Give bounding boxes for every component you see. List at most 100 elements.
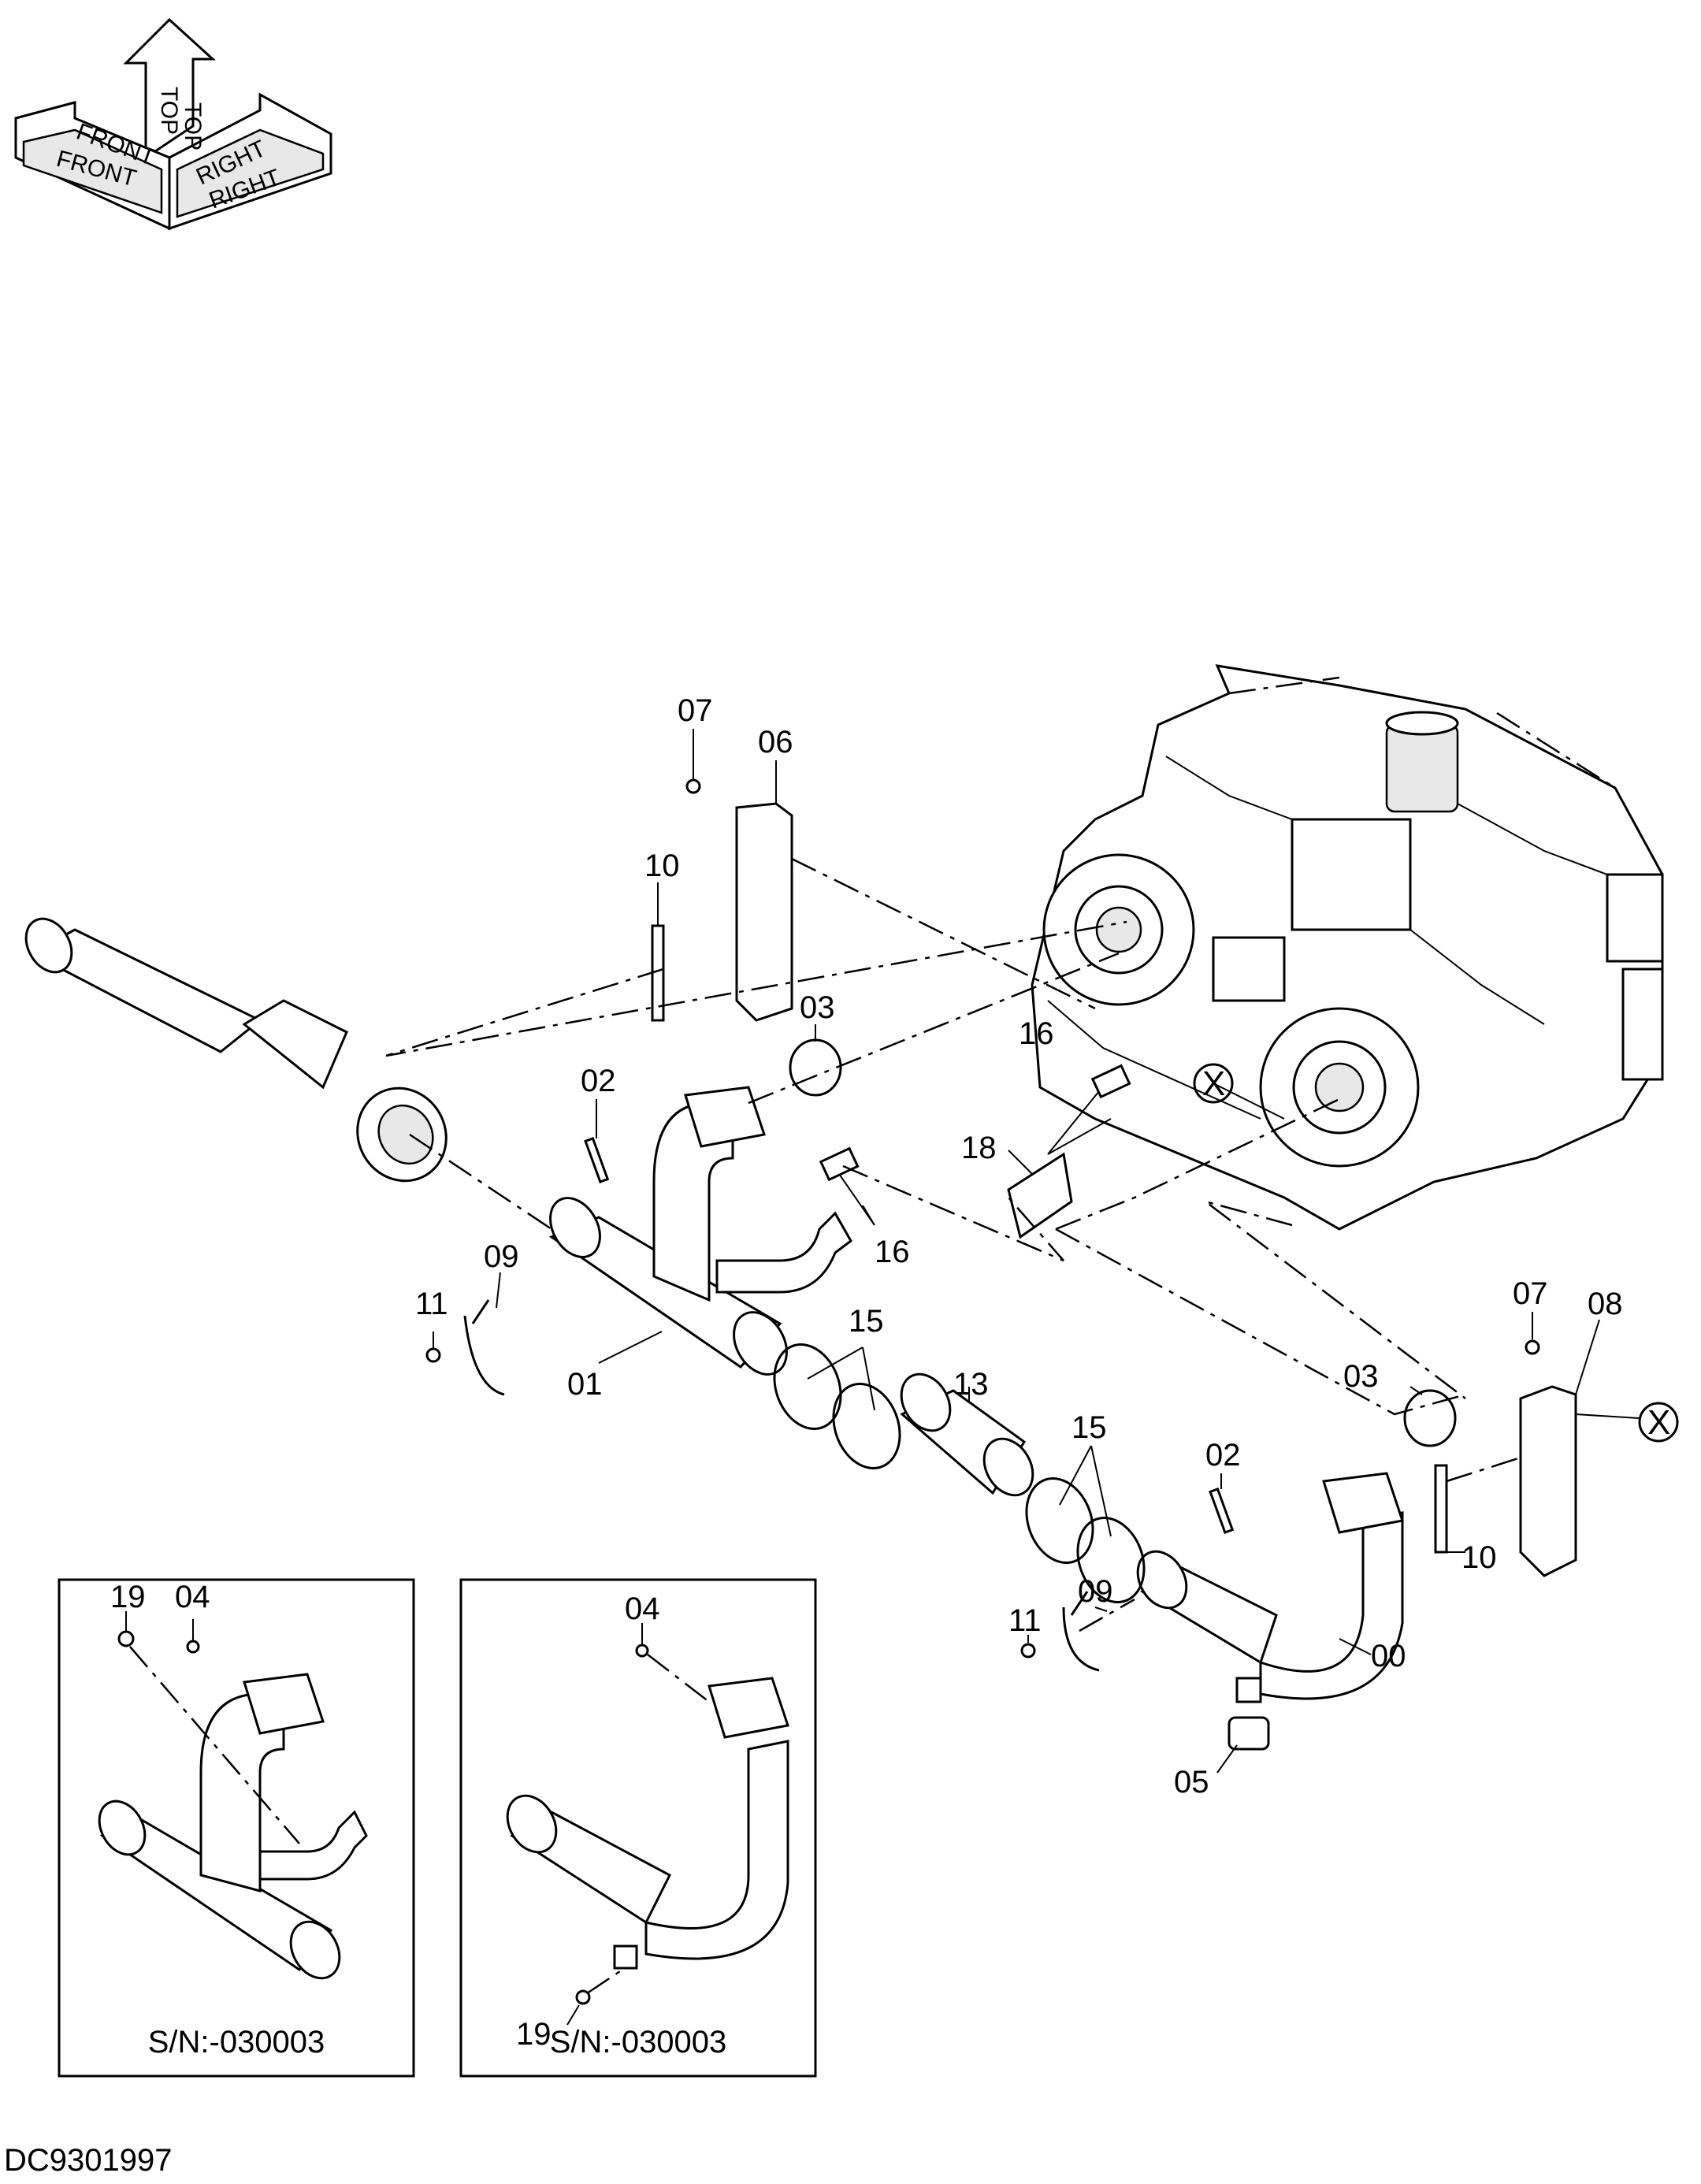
callout-13: 13 [953, 1367, 989, 1402]
drawing-id: DC9301997 [4, 2143, 173, 2178]
regulator-block [1212, 936, 1286, 1002]
elbow-pipe-boss [1235, 1677, 1262, 1703]
ref-line-03 [748, 952, 1120, 1105]
top-arrow-icon [123, 17, 216, 160]
leader-lines [433, 729, 1640, 1774]
callout-02a: 02 [581, 1064, 616, 1098]
ref-line-10 [385, 920, 1127, 1057]
inset-right-plug-19 [575, 1989, 591, 2005]
bolt-07-lower [1525, 1339, 1540, 1355]
clip-16-b [819, 1146, 860, 1182]
leader-03b [1409, 1386, 1423, 1395]
ref-line-16 [842, 1164, 1064, 1262]
inset-left-branch [258, 1810, 368, 1881]
bolt-02-upper [584, 1136, 610, 1183]
leader-15a [807, 1346, 875, 1411]
leader-09b [1094, 1606, 1108, 1612]
clamp-15-d [1076, 1517, 1146, 1603]
inset-right-callout-04: 04 [625, 1592, 660, 1626]
leader-08 [1575, 1319, 1600, 1395]
reference-x1: X [1202, 1064, 1225, 1103]
clamp-15-a [773, 1343, 842, 1430]
callout-11a: 11 [415, 1287, 448, 1321]
clamp-15-b [832, 1383, 901, 1469]
hose-end-left [900, 1372, 952, 1432]
inset-left-flange [243, 1673, 325, 1735]
inset-right-bend [644, 1740, 789, 1960]
tee-pipe-inlet [549, 1197, 601, 1258]
hose-end-right [982, 1437, 1034, 1497]
callout-05: 05 [1174, 1765, 1209, 1800]
inset-left-tee-outlet [289, 1920, 341, 1980]
mount-plate-lower [1621, 968, 1664, 1081]
leader-16b [838, 1173, 875, 1226]
mount-plate-upper [1606, 873, 1664, 963]
bolt-07-upper [685, 778, 701, 794]
leader-05 [1216, 1744, 1238, 1774]
elbow-pipe-flange [1322, 1472, 1404, 1534]
inset-left-ref-line [129, 1646, 300, 1844]
callout-16b: 16 [875, 1235, 910, 1269]
callout-08: 08 [1588, 1287, 1623, 1321]
elbow-pipe-inlet [1136, 1550, 1188, 1610]
right-face-icon [176, 128, 325, 218]
callout-03a: 03 [800, 990, 835, 1025]
inset-right-bolt-04 [635, 1644, 649, 1658]
top-label: TOP [180, 102, 206, 150]
suction-pipe-end [24, 917, 73, 974]
inset-left: 19 04 S/N:-030003 [58, 1578, 415, 2078]
suction-pipe-bore [377, 1104, 434, 1165]
housing-detail-lines [1047, 756, 1608, 1120]
ref-line-09 [1079, 1598, 1135, 1632]
inset-left-frame [58, 1578, 415, 2078]
reference-x2-circle [1638, 1402, 1679, 1443]
callout-15a: 15 [849, 1304, 884, 1339]
callout-01: 01 [567, 1367, 603, 1402]
housing-outline [1031, 664, 1664, 1231]
ref-line-08 [1446, 1456, 1521, 1483]
bracket-09-lower [1062, 1591, 1100, 1672]
callout-00: 00 [1371, 1639, 1406, 1673]
front-face-icon [22, 128, 163, 214]
callout-labels: 07 06 10 03 16 02 18 16 09 11 15 01 13 0… [415, 693, 1679, 1800]
callout-10a: 10 [644, 849, 680, 883]
callout-09b: 09 [1078, 1574, 1113, 1609]
leader-01 [598, 1331, 663, 1364]
leader-18 [1008, 1150, 1033, 1175]
leader-x1 [1213, 1083, 1285, 1120]
suction-pipe-reducer [242, 999, 348, 1090]
hose-13 [900, 1372, 1034, 1497]
plate-10-lower [1434, 1464, 1448, 1554]
elbow-pipe-00 [1136, 1472, 1404, 1703]
callout-02b: 02 [1205, 1438, 1241, 1473]
callout-11b: 11 [1008, 1603, 1042, 1638]
inset-right: 04 19 S/N:-030003 [459, 1578, 817, 2078]
tee-pipe-flange [684, 1086, 766, 1148]
leader-16a [1047, 1090, 1112, 1155]
leader-00 [1339, 1638, 1372, 1655]
fitting-05 [1227, 1716, 1270, 1751]
inset-left-plug-19 [117, 1630, 135, 1647]
control-valve-block [1291, 818, 1412, 931]
bolt-11-upper [425, 1347, 441, 1363]
inset-right-caption: S/N:-030003 [550, 2025, 727, 2060]
callout-06: 06 [758, 725, 793, 760]
pump-port-upper [1095, 906, 1142, 953]
callout-03b: 03 [1343, 1359, 1379, 1394]
top-label-shadow: TOP [156, 87, 182, 135]
inset-right-frame [459, 1578, 817, 2078]
inset-right-callout-19: 19 [516, 2017, 552, 2052]
callout-10b: 10 [1461, 1540, 1497, 1575]
tee-pipe-outlet [733, 1311, 788, 1376]
bolt-11-lower [1020, 1643, 1036, 1658]
bracket-09-upper [463, 1299, 505, 1396]
pump-port-lower [1314, 1062, 1365, 1112]
inset-right-leaders [566, 1623, 643, 2026]
inset-right-pipe-inlet [506, 1794, 558, 1854]
leader-x2 [1575, 1413, 1640, 1419]
housing-hidden-lines [1228, 676, 1616, 789]
callout-16a: 16 [1019, 1016, 1054, 1051]
o-ring-03-upper [789, 1038, 842, 1097]
